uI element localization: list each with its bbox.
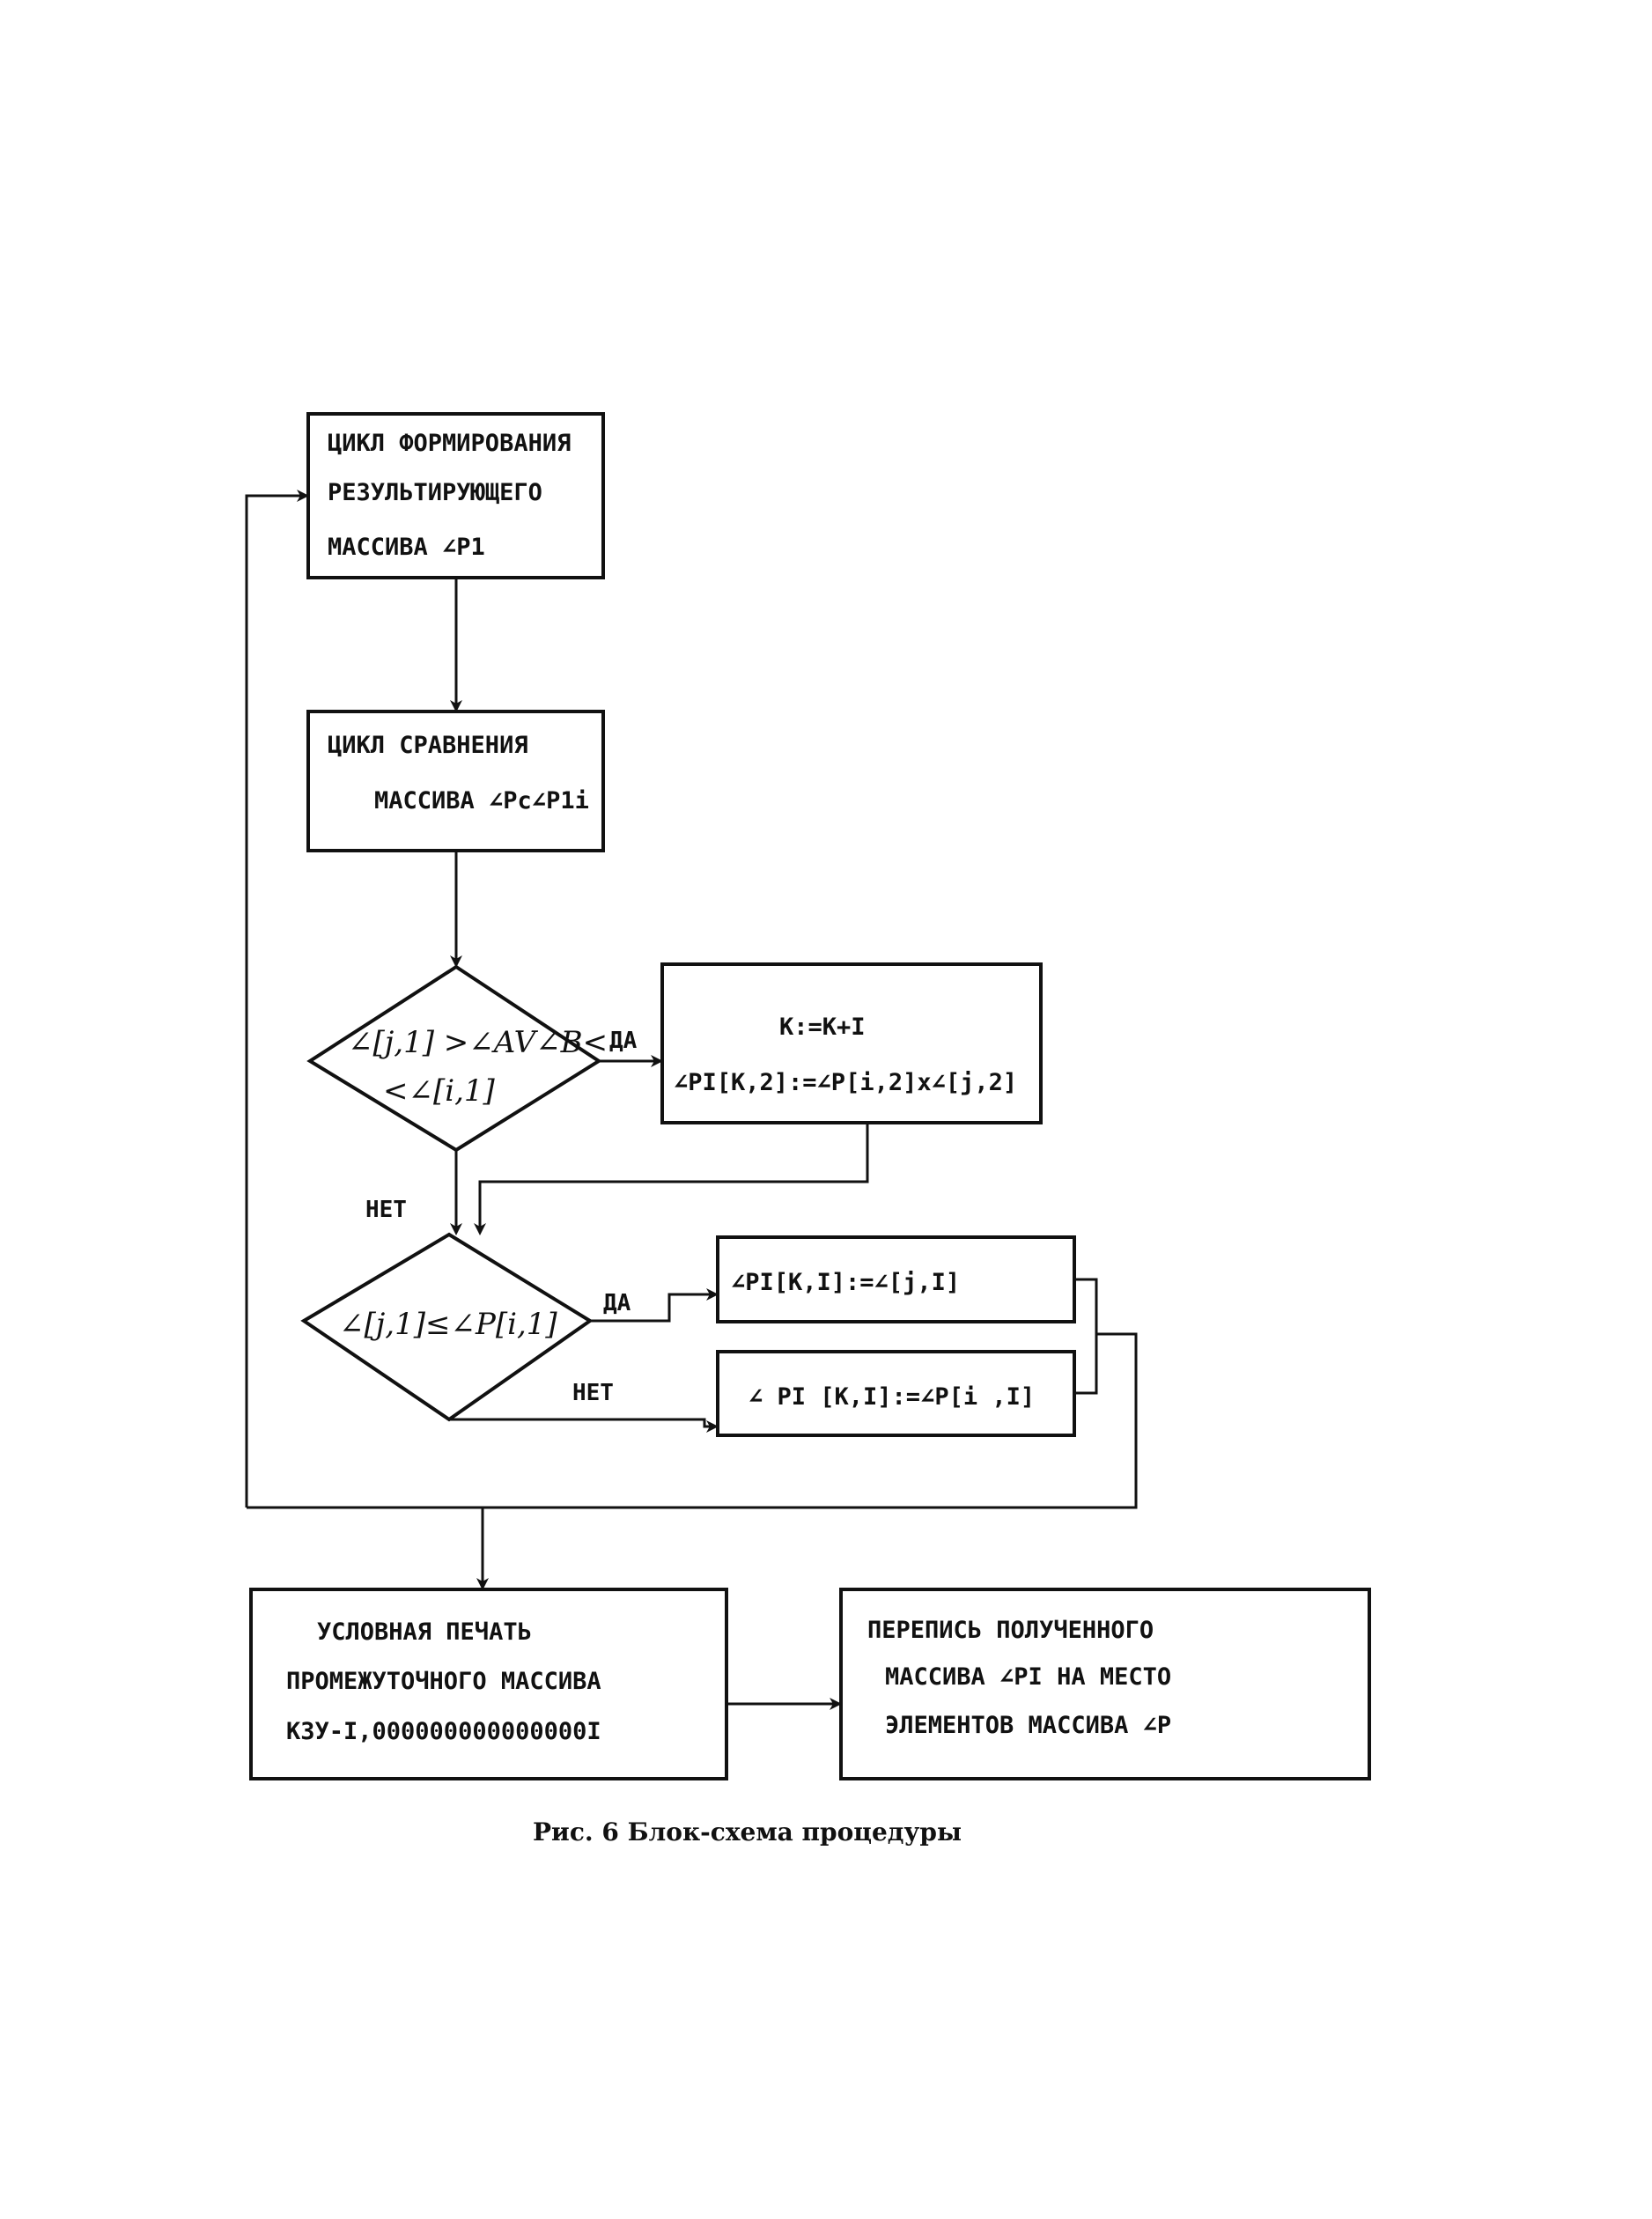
label-no-2: НЕТ bbox=[572, 1380, 614, 1406]
edge-no-box-out bbox=[1074, 1334, 1098, 1395]
no-assignment-box: ∠ PI [K,I]:=∠P[i ,I] bbox=[716, 1350, 1076, 1437]
condition-diamond-1: ∠[j,1] >∠AV∠B< <∠[i,1] bbox=[306, 964, 608, 1153]
rewrite-line-3: ЭЛЕМЕНТОВ МАССИВА ∠P bbox=[885, 1712, 1171, 1739]
diamond-1-line-2: <∠[i,1] bbox=[383, 1073, 496, 1109]
k-assignment-line-2: ∠PI[K,2]:=∠P[i,2]x∠[j,2] bbox=[674, 1069, 1017, 1096]
compare-cycle-box: ЦИКЛ СРАВНЕНИЯ МАССИВА ∠Pс∠P1i bbox=[306, 710, 605, 852]
rewrite-box: ПЕРЕПИСЬ ПОЛУЧЕННОГО МАССИВА ∠PI НА МЕСТ… bbox=[839, 1588, 1371, 1780]
k-assignment-line-1: K:=K+I bbox=[779, 1014, 866, 1041]
rewrite-line-1: ПЕРЕПИСЬ ПОЛУЧЕННОГО bbox=[867, 1617, 1154, 1644]
form-cycle-line-2: РЕЗУЛЬТИРУЮЩЕГО bbox=[328, 479, 542, 506]
edge-loop-back bbox=[245, 490, 309, 1508]
yes-assignment-text: ∠PI[K,I]:=∠[j,I] bbox=[731, 1269, 960, 1296]
edge-diamond-2-yes bbox=[590, 1288, 719, 1323]
form-cycle-line-3: МАССИВА ∠P1 bbox=[328, 534, 485, 561]
edge-diamond-2-no bbox=[449, 1418, 719, 1433]
no-assignment-text: ∠ PI [K,I]:=∠P[i ,I] bbox=[749, 1383, 1035, 1411]
yes-assignment-box: ∠PI[K,I]:=∠[j,I] bbox=[716, 1235, 1076, 1323]
compare-cycle-line-2: МАССИВА ∠Pс∠P1i bbox=[374, 787, 589, 815]
form-cycle-box: ЦИКЛ ФОРМИРОВАНИЯ РЕЗУЛЬТИРУЮЩЕГО МАССИВ… bbox=[306, 412, 605, 579]
form-cycle-line-1: ЦИКЛ ФОРМИРОВАНИЯ bbox=[328, 430, 571, 457]
edge-yes-box-out bbox=[1074, 1278, 1098, 1334]
diamond-2-line-1: ∠[j,1]≤∠P[i,1] bbox=[339, 1307, 557, 1342]
edge-k-box-return bbox=[474, 1123, 869, 1235]
edge-merge-bracket bbox=[247, 1332, 1138, 1509]
diamond-1-line-1: ∠[j,1] >∠AV∠B< bbox=[348, 1025, 608, 1060]
compare-cycle-line-1: ЦИКЛ СРАВНЕНИЯ bbox=[328, 732, 528, 759]
rewrite-line-2: МАССИВА ∠PI НА МЕСТО bbox=[885, 1663, 1171, 1691]
k-assignment-box: K:=K+I ∠PI[K,2]:=∠P[i,2]x∠[j,2] bbox=[660, 962, 1043, 1124]
condition-diamond-2: ∠[j,1]≤∠P[i,1] bbox=[300, 1232, 594, 1422]
label-yes-1: ДА bbox=[609, 1028, 638, 1054]
print-line-2: ПРОМЕЖУТОЧНОГО МАССИВА bbox=[286, 1668, 601, 1695]
label-yes-2: ДА bbox=[603, 1290, 631, 1316]
print-line-1: УСЛОВНАЯ ПЕЧАТЬ bbox=[317, 1618, 532, 1646]
label-no-1: НЕТ bbox=[365, 1197, 407, 1223]
print-line-3: КЗУ-I,000000000000000I bbox=[286, 1718, 601, 1745]
figure-caption: Рис. 6 Блок-схема процедуры bbox=[533, 1817, 962, 1847]
print-box: УСЛОВНАЯ ПЕЧАТЬ ПРОМЕЖУТОЧНОГО МАССИВА К… bbox=[249, 1588, 728, 1780]
